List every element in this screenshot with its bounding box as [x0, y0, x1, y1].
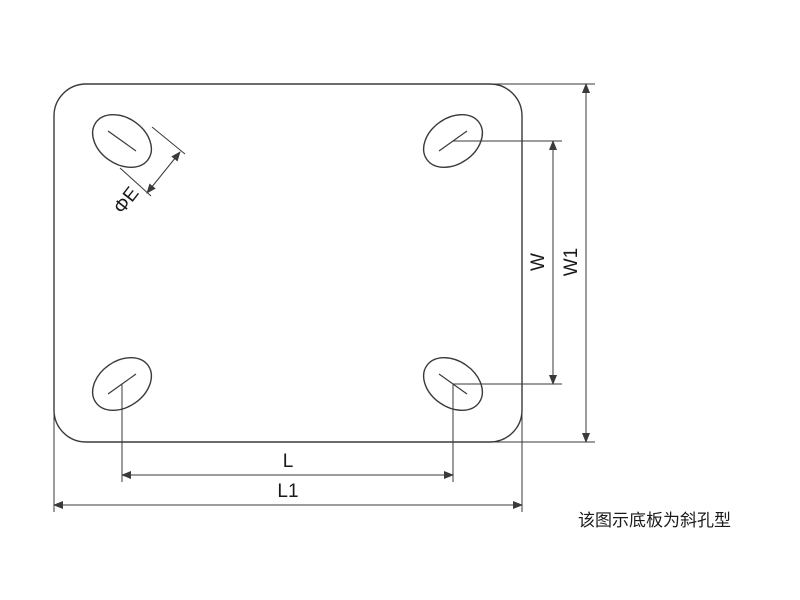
dimension-w1 — [490, 83, 595, 443]
dimension-phi-e — [119, 126, 186, 197]
w-label: W — [528, 253, 549, 271]
dimension-l1 — [53, 410, 523, 512]
dimension-w — [453, 140, 562, 385]
phi-e-label: ΦE — [110, 183, 144, 218]
diagram-caption: 该图示底板为斜孔型 — [578, 511, 731, 531]
base-plate-outline — [53, 83, 523, 443]
l1-label: L1 — [277, 481, 298, 502]
l-label: L — [283, 451, 294, 472]
w1-label: W1 — [561, 248, 582, 277]
dimension-l — [121, 384, 454, 482]
slot-hole-top-left — [91, 113, 153, 169]
